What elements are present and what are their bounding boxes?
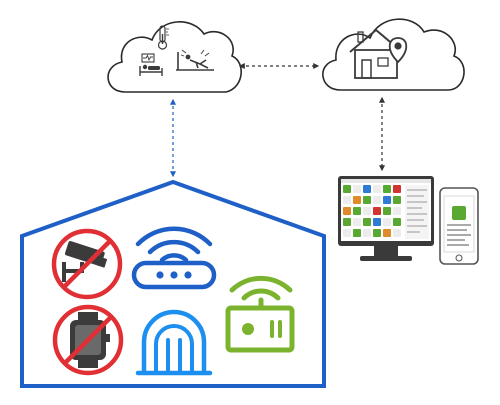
thermometer-icon xyxy=(157,25,169,50)
prohibited-slash xyxy=(63,315,113,365)
wifi-sensor-device-icon xyxy=(225,275,295,353)
home-cloud xyxy=(322,18,465,91)
prohibited-circle xyxy=(52,304,124,376)
health-cloud xyxy=(107,21,242,93)
desktop-monitor-icon xyxy=(338,176,434,261)
security-camera-icon xyxy=(62,240,108,282)
smartphone-icon xyxy=(439,187,479,265)
home-location-icon xyxy=(349,28,408,79)
fall-detection-icon xyxy=(176,49,214,71)
radar-sensor-icon xyxy=(135,309,213,376)
patient-monitor-icon xyxy=(139,53,163,76)
dashboard-screen xyxy=(341,179,431,239)
prohibited-circle xyxy=(51,228,123,300)
wifi-router-icon xyxy=(131,226,217,290)
cloud-left-outline xyxy=(107,21,242,93)
phone-dashboard-screen xyxy=(447,206,471,246)
camera-prohibited-icon xyxy=(51,228,123,300)
prohibited-slash xyxy=(62,239,112,289)
smartwatch-prohibited-icon xyxy=(52,304,124,376)
house xyxy=(20,179,326,388)
